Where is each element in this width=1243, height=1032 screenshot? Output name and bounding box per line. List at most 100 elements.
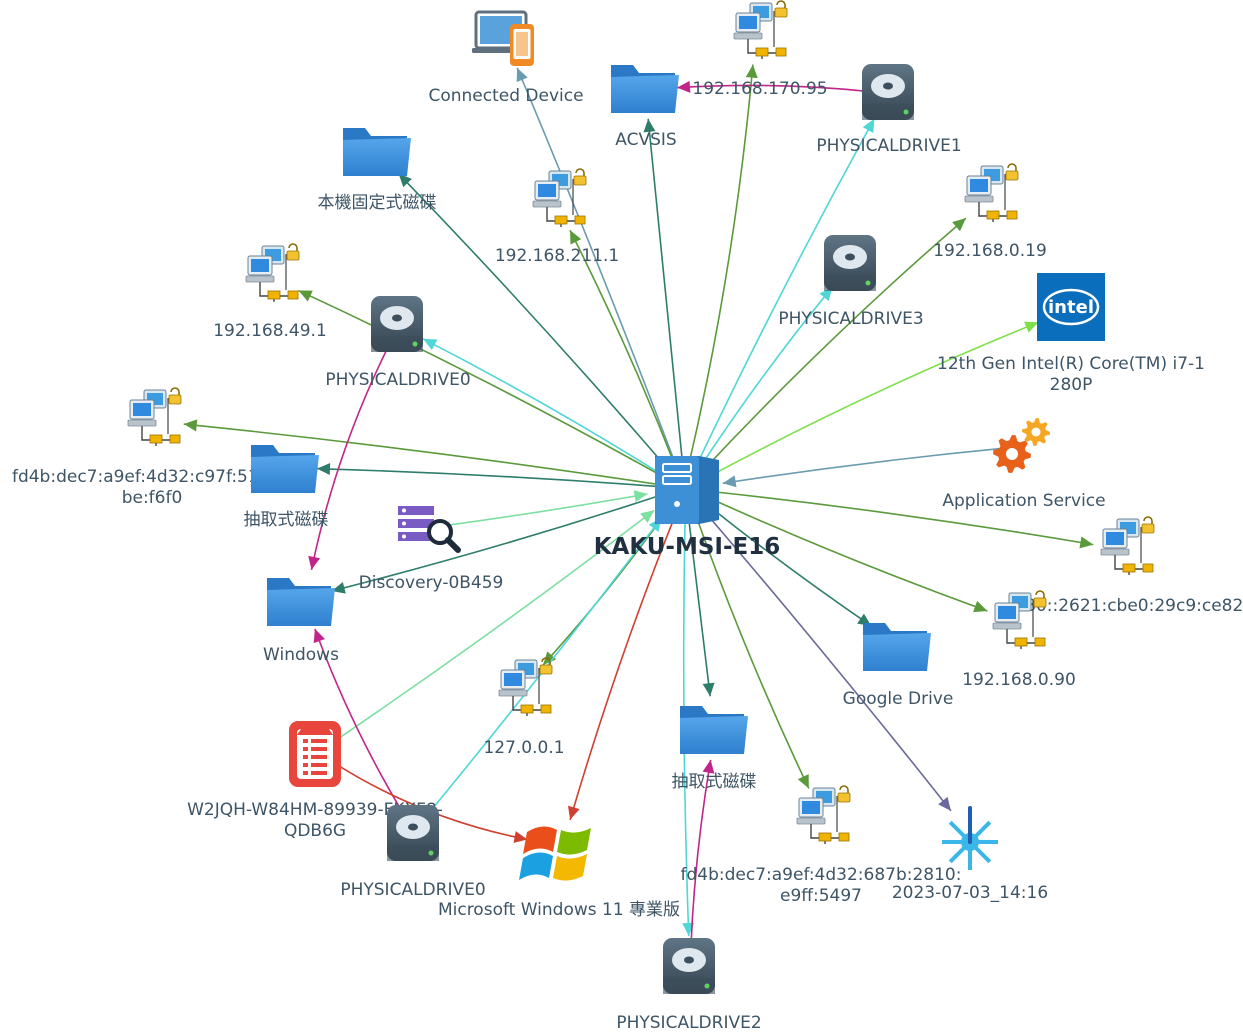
edge-host-to-gdrive[interactable] bbox=[702, 500, 872, 627]
node-localdisk[interactable]: 本機固定式磁碟 bbox=[318, 128, 437, 213]
edge-arrowhead bbox=[313, 628, 325, 644]
node-label: PHYSICALDRIVE3 bbox=[778, 309, 923, 329]
node-label: Discovery-0B459 bbox=[359, 573, 504, 593]
node-pd0a[interactable]: PHYSICALDRIVE0 bbox=[325, 296, 471, 390]
node-removable1[interactable]: 抽取式磁碟 bbox=[244, 445, 329, 530]
node-localhost[interactable]: 127.0.0.1 bbox=[483, 657, 565, 758]
edge-arrowhead bbox=[513, 831, 528, 843]
node-label: Google Drive bbox=[843, 689, 954, 709]
edge-arrowhead bbox=[722, 475, 737, 488]
edge-host-to-ipv6b[interactable] bbox=[692, 508, 810, 789]
edge-host-to-ip090[interactable] bbox=[705, 495, 988, 613]
node-label: KAKU-MSI-E16 bbox=[594, 534, 781, 560]
folder-icon bbox=[863, 623, 931, 671]
edge-host-to-fe80[interactable] bbox=[707, 490, 1094, 549]
edge-host-to-windows[interactable] bbox=[331, 493, 664, 594]
node-ipv6b[interactable]: fd4b:dec7:a9ef:4d32:687b:2810:e9ff:5497 bbox=[681, 785, 962, 906]
edge-host-to-ipv6a[interactable] bbox=[183, 419, 663, 486]
edge-arrowhead bbox=[183, 419, 198, 432]
node-ip170[interactable]: 192.168.170.95 bbox=[692, 0, 828, 99]
edge-appsvc-to-host[interactable] bbox=[722, 447, 1005, 488]
edge-license-to-host[interactable] bbox=[330, 509, 655, 745]
edge-line bbox=[397, 173, 671, 472]
node-appsvc[interactable]: Application Service bbox=[942, 418, 1106, 511]
edge-pd0a-to-windows[interactable] bbox=[308, 340, 392, 570]
node-pd1[interactable]: PHYSICALDRIVE1 bbox=[816, 64, 962, 156]
node-ip211[interactable]: 192.168.211.1 bbox=[495, 168, 619, 266]
folder-icon bbox=[611, 65, 679, 113]
edge-arrowhead bbox=[543, 651, 557, 666]
edge-host-to-removable1[interactable] bbox=[316, 463, 663, 488]
edge-arrowhead bbox=[570, 230, 582, 245]
edge-arrowhead bbox=[331, 582, 346, 594]
edge-discovery-to-host[interactable] bbox=[447, 490, 648, 527]
edge-line bbox=[516, 67, 678, 468]
edge-host-to-pd0a[interactable] bbox=[422, 338, 666, 478]
edge-host-to-intel[interactable] bbox=[705, 321, 1039, 480]
node-acvsis[interactable]: ACVSIS bbox=[611, 65, 679, 150]
network-computer-icon bbox=[245, 243, 300, 302]
node-label-line2: be:f6f0 bbox=[122, 488, 183, 508]
edge-line bbox=[447, 493, 648, 527]
edge-pd2-to-removable2[interactable] bbox=[690, 759, 715, 949]
edge-line bbox=[692, 508, 810, 789]
node-pd0b[interactable]: PHYSICALDRIVE0 bbox=[340, 805, 486, 900]
edge-host-to-ip170[interactable] bbox=[687, 64, 758, 466]
edge-line bbox=[698, 505, 952, 812]
node-snapshot[interactable]: 2023-07-03_14:16 bbox=[892, 806, 1048, 903]
node-label: 192.168.211.1 bbox=[495, 246, 619, 266]
node-ip090[interactable]: 192.168.0.90 bbox=[962, 590, 1076, 690]
node-gdrive[interactable]: Google Drive bbox=[843, 623, 954, 709]
node-discovery[interactable]: Discovery-0B459 bbox=[359, 506, 504, 593]
edge-arrowhead bbox=[640, 510, 655, 523]
folder-icon bbox=[251, 445, 319, 493]
node-windows[interactable]: Windows bbox=[263, 578, 339, 665]
edge-host-to-acvsis[interactable] bbox=[643, 118, 684, 466]
node-connected[interactable]: Connected Device bbox=[428, 10, 584, 106]
network-computer-icon bbox=[733, 0, 788, 59]
snapshot-icon bbox=[942, 806, 998, 870]
edge-host-to-win11[interactable] bbox=[568, 509, 679, 821]
edge-pd1-to-acvsis[interactable] bbox=[676, 80, 871, 93]
node-label-line2: QDB6G bbox=[284, 821, 346, 841]
node-label: 本機固定式磁碟 bbox=[318, 193, 437, 213]
edge-arrowhead bbox=[938, 796, 951, 811]
node-host[interactable]: KAKU-MSI-E16 bbox=[594, 456, 781, 560]
edge-arrowhead bbox=[633, 490, 648, 503]
laptop-phone-icon bbox=[472, 10, 534, 66]
node-ipv6a[interactable]: fd4b:dec7:a9ef:4d32:c97f:51f8:4be:f6f0 bbox=[12, 387, 292, 508]
node-pd2[interactable]: PHYSICALDRIVE2 bbox=[616, 938, 762, 1032]
node-fe80[interactable]: fe80::2621:cbe0:29c9:ce82 bbox=[1009, 516, 1243, 616]
edge-host-to-pd1[interactable] bbox=[694, 118, 876, 469]
intel-cpu-icon: intel bbox=[1037, 273, 1105, 341]
edge-host-to-snapshot[interactable] bbox=[698, 505, 952, 812]
edge-host-to-removable2[interactable] bbox=[686, 510, 715, 697]
edge-arrowhead bbox=[1079, 536, 1094, 549]
node-label: PHYSICALDRIVE2 bbox=[616, 1013, 761, 1032]
edge-line bbox=[298, 289, 666, 479]
edge-arrowhead bbox=[398, 173, 412, 188]
edge-host-to-ip211[interactable] bbox=[569, 229, 677, 468]
edge-line bbox=[330, 509, 655, 745]
edge-line bbox=[687, 64, 754, 466]
node-label-line2: e9ff:5497 bbox=[780, 886, 862, 906]
node-ip019[interactable]: 192.168.0.19 bbox=[933, 163, 1047, 261]
folder-icon bbox=[343, 128, 411, 176]
discovery-search-icon bbox=[398, 506, 461, 553]
node-removable2[interactable]: 抽取式磁碟 bbox=[672, 706, 757, 792]
node-pd3[interactable]: PHYSICALDRIVE3 bbox=[778, 235, 924, 329]
edge-host-to-ip019[interactable] bbox=[700, 217, 967, 473]
edge-line bbox=[569, 229, 677, 468]
node-ip049[interactable]: 192.168.49.1 bbox=[213, 243, 327, 341]
edge-line bbox=[316, 467, 663, 488]
edge-line bbox=[707, 490, 1094, 546]
edge-host-to-connected[interactable] bbox=[516, 67, 678, 468]
gear-icon bbox=[993, 418, 1050, 473]
edge-host-to-localdisk[interactable] bbox=[397, 173, 671, 472]
license-key-icon bbox=[289, 721, 341, 787]
node-win11[interactable]: Microsoft Windows 11 專業版 bbox=[438, 826, 680, 920]
node-license[interactable]: W2JQH-W84HM-89939-FKXF8-QDB6G bbox=[187, 721, 443, 841]
edge-host-to-ip049[interactable] bbox=[298, 289, 666, 479]
